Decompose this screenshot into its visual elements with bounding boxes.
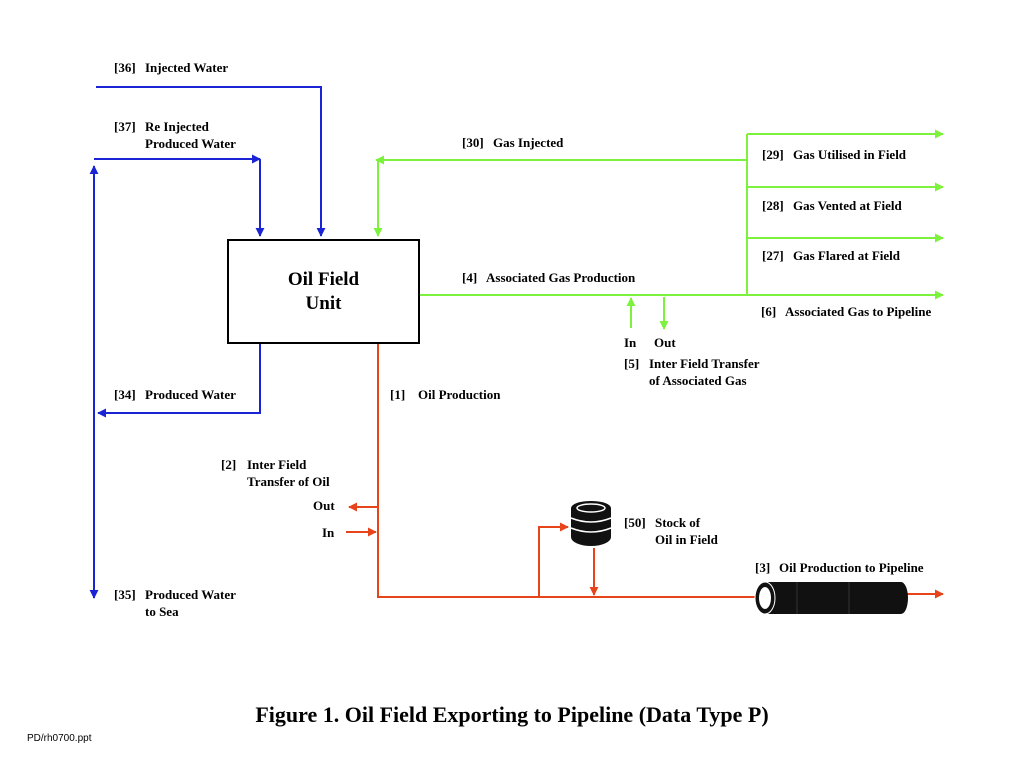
label-injected-water: [36] Injected Water [114,59,228,76]
flow-text: Stock of [655,515,701,530]
unit-label-line1: Oil Field [287,268,360,290]
flow-number: [4] [462,270,478,285]
label-gas-transfer-in: In [624,335,637,350]
flow-text: Re Injected [145,119,209,134]
flow-number: [28] [762,198,784,213]
pipeline-icon [754,581,908,615]
flow-text: Associated Gas to Pipeline [785,304,932,319]
flow-text: Gas Vented at Field [793,198,902,213]
label-oil-production: [1] Oil Production [390,386,500,403]
label-gas-utilised: [29] Gas Utilised in Field [762,146,906,163]
flow-text: Produced Water [145,587,236,602]
label-oil-transfer-in: In [322,525,335,540]
footer-filename: PD/rh0700.ppt [27,733,92,744]
flow-text: Inter Field Transfer [649,356,760,371]
label-reinjected-water: [37] Re Injected Produced Water [114,118,236,152]
flow-text-2: Oil in Field [655,532,718,547]
oil-barrels-icon [570,501,612,546]
flow-number: [5] [624,356,640,371]
label-water-to-sea: [35] Produced Water to Sea [114,586,236,620]
flow-number: [2] [221,457,237,472]
flow-text: Associated Gas Production [486,270,636,285]
label-produced-water: [34] Produced Water [114,386,236,403]
flow-number: [30] [462,135,484,150]
flow-number: [34] [114,387,136,402]
flow-text-2: Transfer of Oil [247,474,330,489]
label-oil-transfer-out: Out [313,498,335,513]
flow-text-2: to Sea [145,604,179,619]
produced-water-arrow [97,341,261,418]
flow-text-2: Produced Water [145,136,236,151]
label-associated-gas-production: [4] Associated Gas Production [462,269,635,286]
flow-text: Gas Flared at Field [793,248,901,263]
flow-number: [3] [755,560,771,575]
label-gas-to-pipeline: [6] Associated Gas to Pipeline [761,303,931,320]
unit-label-line2: Unit [305,292,342,314]
label-oil-to-pipeline: [3] Oil Production to Pipeline [755,559,924,576]
flow-text: Oil Production to Pipeline [779,560,924,575]
flow-number: [1] [390,387,406,402]
flow-text: Produced Water [145,387,236,402]
flow-text: Gas Injected [493,135,564,150]
injected-water-arrow [96,86,326,237]
oil-field-unit-box: Oil Field Unit [227,239,420,344]
flow-number: [50] [624,515,646,530]
flow-number: [27] [762,248,784,263]
flow-number: [29] [762,147,784,162]
flow-number: [36] [114,60,136,75]
label-gas-flared: [27] Gas Flared at Field [762,247,900,264]
flow-number: [37] [114,119,136,134]
label-gas-vented: [28] Gas Vented at Field [762,197,902,214]
flow-text: Injected Water [145,60,229,75]
figure-title: Figure 1. Oil Field Exporting to Pipelin… [255,702,769,727]
flow-number: [6] [761,304,777,319]
oil-production-line [377,341,758,598]
label-gas-transfer-out: Out [654,335,676,350]
flow-text-2: of Associated Gas [649,373,747,388]
label-inter-field-gas-transfer: [5] Inter Field Transfer of Associated Ga… [624,355,760,389]
flow-number: [35] [114,587,136,602]
label-stock-of-oil: [50] Stock of Oil in Field [624,514,718,548]
label-gas-injected: [30] Gas Injected [462,134,563,151]
flow-text: Inter Field [247,457,307,472]
oil-to-stock-arrow [538,522,569,597]
flow-text: Gas Utilised in Field [793,147,907,162]
flow-text: Oil Production [418,387,501,402]
label-inter-field-oil-transfer: [2] Inter Field Transfer of Oil [221,456,330,490]
